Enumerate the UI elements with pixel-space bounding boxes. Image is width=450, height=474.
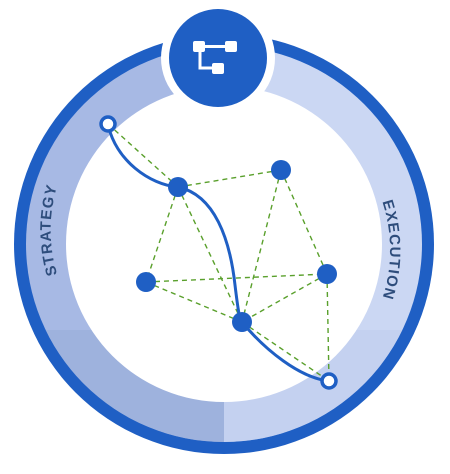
mesh-edge (241, 169, 282, 323)
execution-label: EXECUTION (379, 198, 404, 302)
workflow-nodes-icon (193, 41, 237, 74)
inner-disc (66, 86, 382, 402)
strategy-to-execution-path (106, 122, 331, 383)
mesh-edge (145, 273, 328, 283)
execution-label-text: EXECUTION (379, 198, 402, 302)
mesh-edge (241, 273, 328, 323)
network-node (168, 177, 188, 197)
top-badge (161, 1, 275, 115)
network-nodes (136, 160, 337, 332)
mesh-edge (280, 169, 328, 275)
mesh-edge (177, 186, 243, 323)
network-node (136, 272, 156, 292)
badge-circle (169, 9, 267, 107)
end-node (320, 372, 338, 390)
network-node (271, 160, 291, 180)
network-node (317, 264, 337, 284)
mesh-edge (145, 186, 179, 283)
start-node (99, 115, 117, 133)
strategy-label: STRATEGY (38, 182, 61, 278)
network-node (232, 312, 252, 332)
mesh-edge (107, 123, 179, 188)
strategy-label-text: STRATEGY (38, 182, 60, 278)
network-mesh (107, 123, 330, 382)
